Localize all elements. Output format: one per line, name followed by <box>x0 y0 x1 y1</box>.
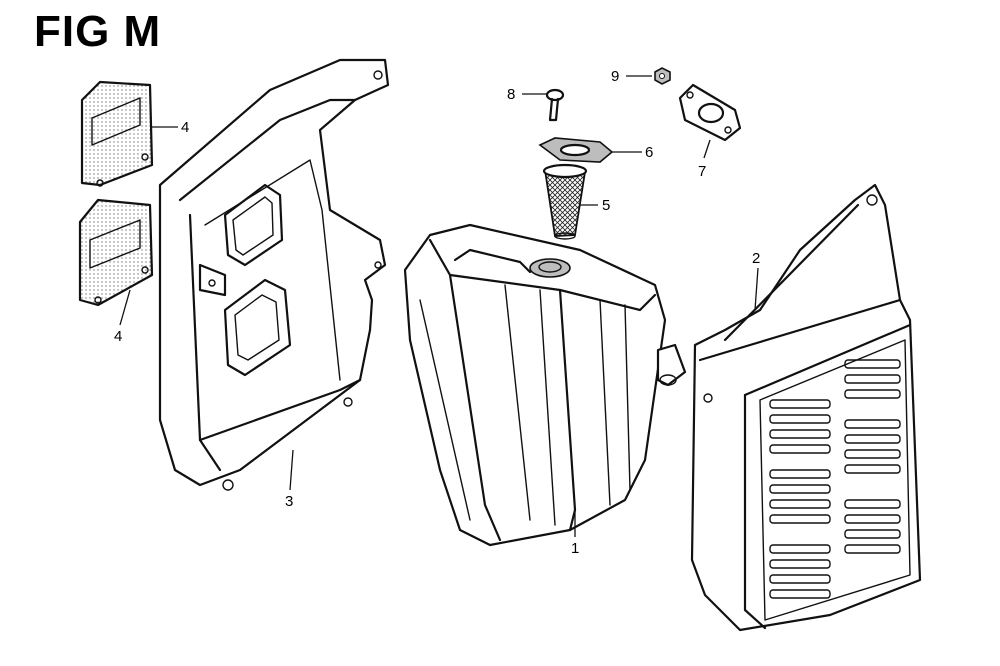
part-8-screw <box>545 88 565 122</box>
part-4-lower-plate <box>78 198 154 307</box>
callout-1: 1 <box>571 540 579 557</box>
part-7-flange-gasket <box>678 83 742 142</box>
part-3-muffler-protector <box>158 58 390 491</box>
callout-9: 9 <box>611 68 619 85</box>
callout-2: 2 <box>752 250 760 267</box>
callout-6: 6 <box>645 144 653 161</box>
part-1-muffler <box>403 223 687 547</box>
callout-5: 5 <box>602 197 610 214</box>
figure-title: FIG M <box>34 7 162 56</box>
callout-4-upper: 4 <box>181 119 189 136</box>
leader-lines <box>119 75 759 537</box>
part-2-muffler-cover <box>690 183 922 632</box>
callout-8: 8 <box>507 86 515 103</box>
part-9-nut <box>654 67 671 85</box>
callout-7: 7 <box>698 163 706 180</box>
callout-3: 3 <box>285 493 293 510</box>
callout-4-lower: 4 <box>114 328 122 345</box>
part-5-spark-arrester <box>542 163 588 240</box>
part-6-gasket <box>538 137 614 163</box>
part-4-upper-plate <box>80 80 154 187</box>
